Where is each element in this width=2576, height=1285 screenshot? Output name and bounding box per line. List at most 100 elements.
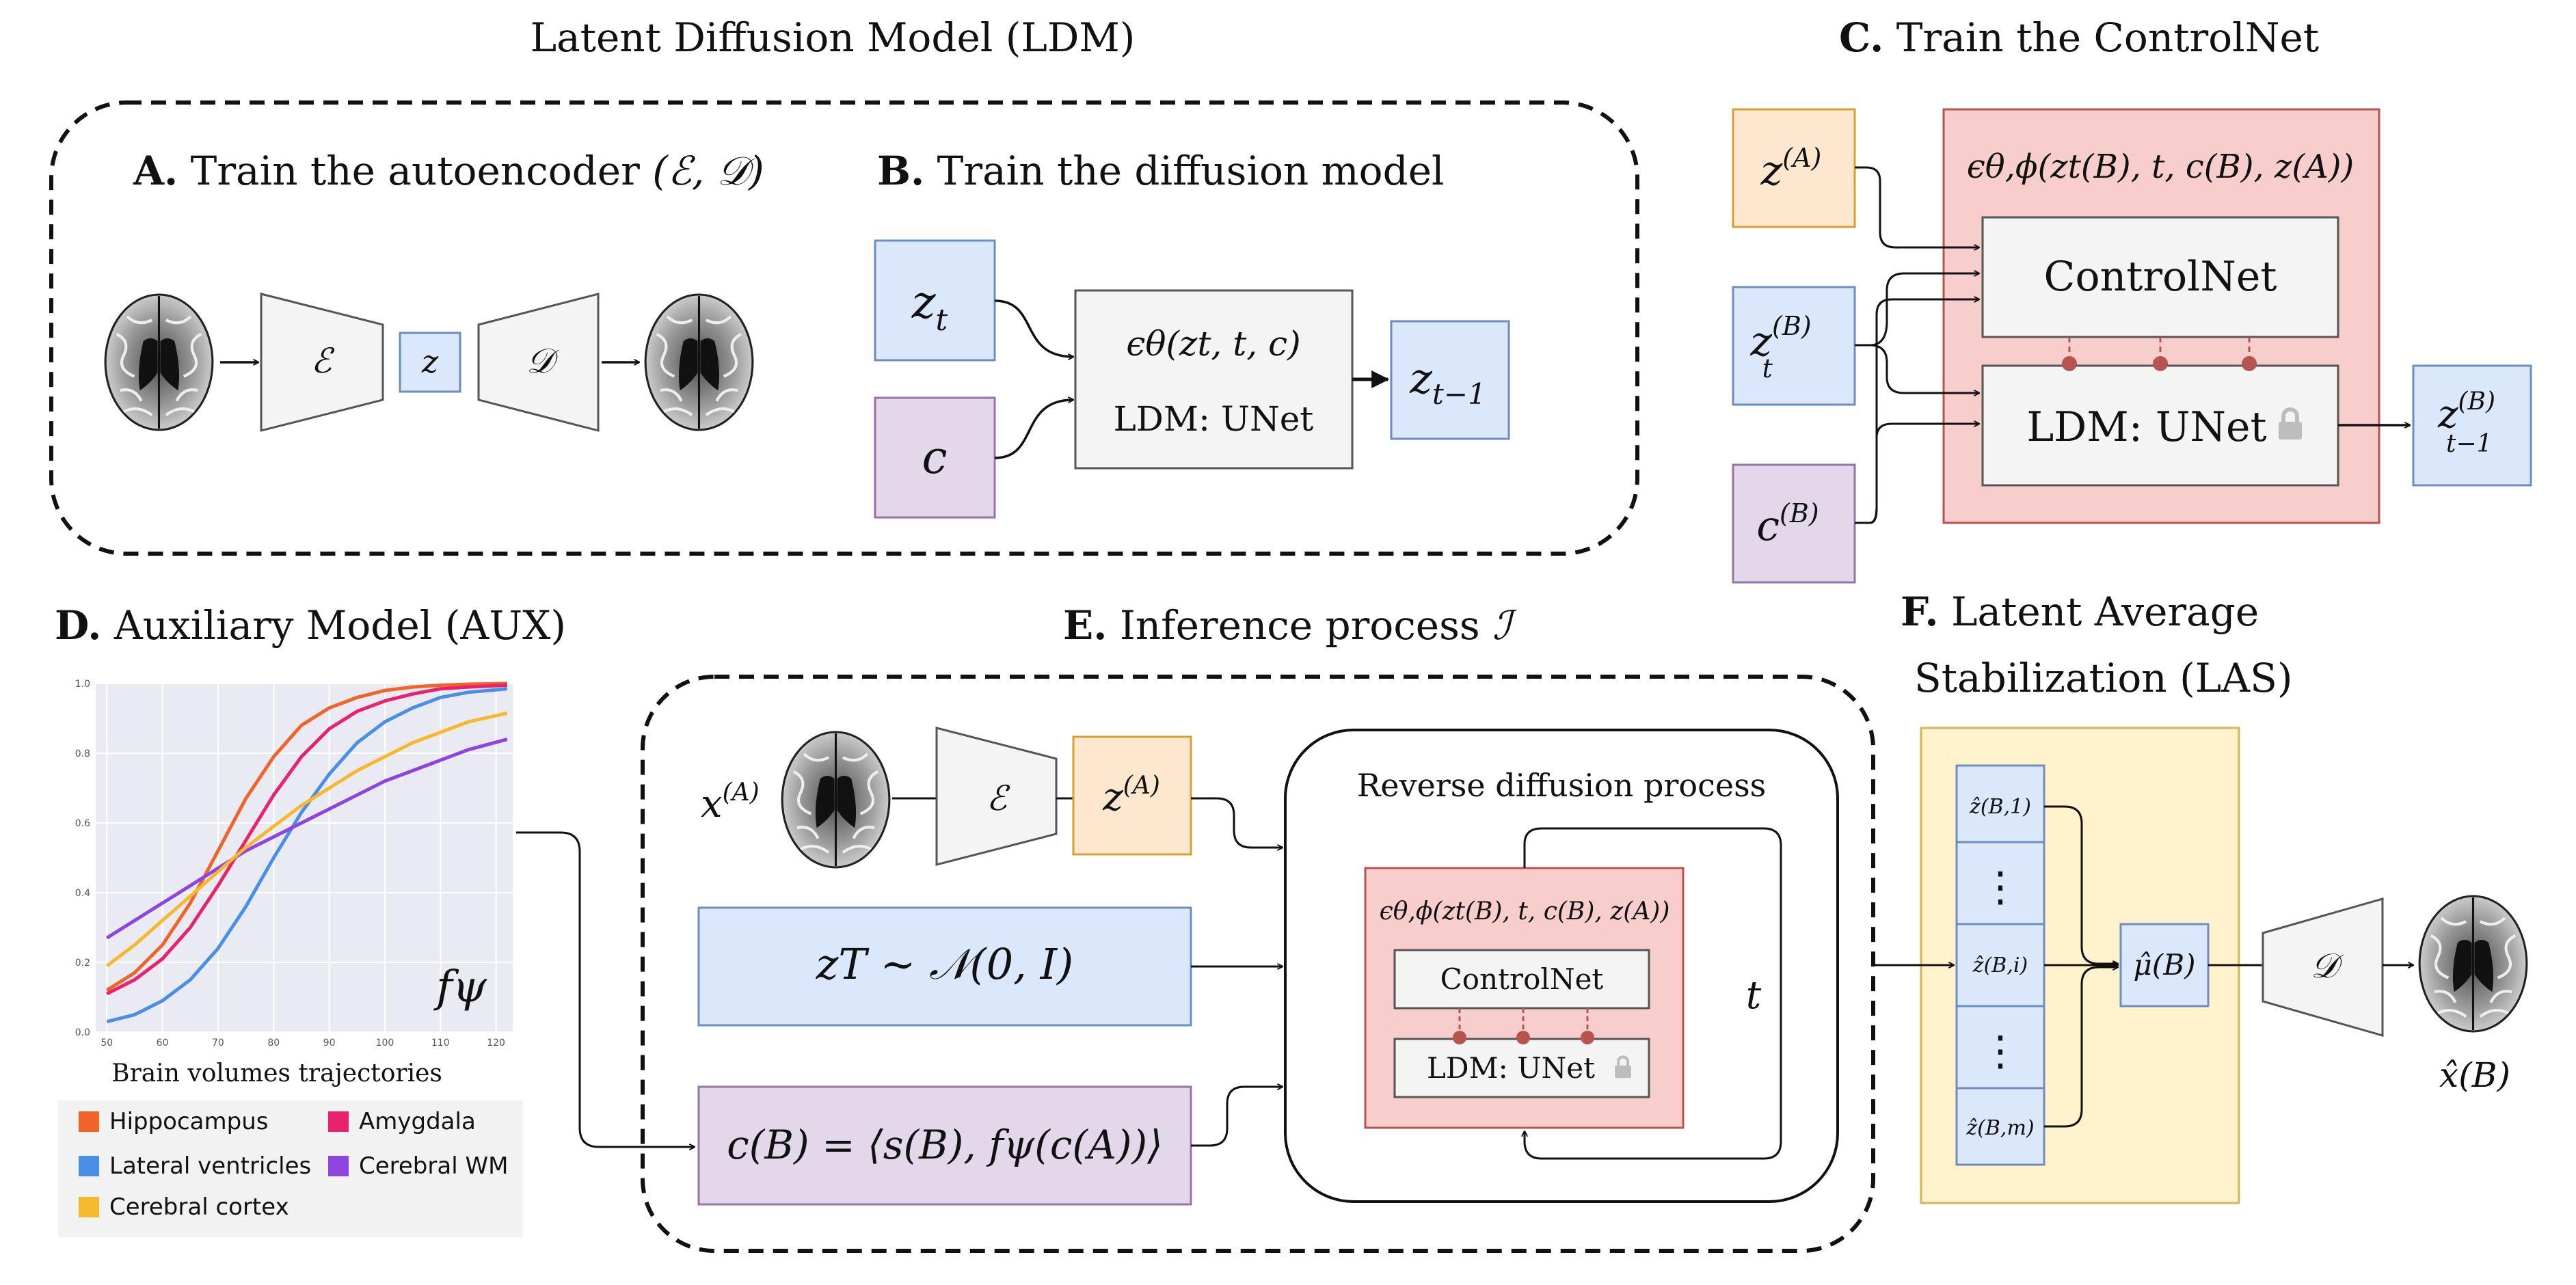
cond-label: c(B) = ⟨s(B), fψ(c(A))⟩ (727, 1122, 1162, 1168)
za-label: z(A) (1760, 143, 1822, 195)
connector-dot (1453, 1031, 1466, 1044)
output-label: x̂(B) (2439, 1055, 2510, 1095)
unet-label-e: LDM: UNet (1427, 1051, 1595, 1085)
chart-y-tick-label: 1.0 (75, 679, 90, 690)
chart-y-tick-label: 0.6 (75, 818, 90, 829)
chart-x-tick-label: 100 (376, 1038, 394, 1049)
connector-dot (1516, 1031, 1530, 1044)
legend-swatch (79, 1111, 99, 1132)
connector-dot (2153, 356, 2168, 371)
encoder-label-e: ℰ (987, 779, 1010, 818)
panel-d-title: D. Auxiliary Model (AUX) (55, 602, 566, 649)
unet-block-e (1393, 1038, 1650, 1098)
ztb-box (1732, 286, 1856, 406)
latent-z-label: z (421, 343, 439, 380)
chart-x-tick-label: 80 (267, 1038, 280, 1049)
chart-y-tick-label: 0.8 (75, 748, 90, 759)
legend-label: Cerebral cortex (109, 1193, 289, 1221)
arrow-zt-unet (994, 299, 1073, 357)
chart-series-line (106, 684, 508, 996)
panel-b-title: B. Train the diffusion model (877, 148, 1445, 194)
decoder-block-f (2262, 897, 2384, 1037)
sample-m-box (1955, 1087, 2045, 1166)
chart-x-tick-label: 60 (157, 1038, 169, 1049)
chart-x-tick-label: 70 (212, 1038, 224, 1049)
loop-arrow (1525, 827, 1782, 1160)
chart-series-line (106, 687, 508, 1024)
chart-x-tick-label: 90 (323, 1038, 336, 1049)
controlnet-block-e (1393, 949, 1650, 1010)
chart-x-tick-label: 120 (487, 1038, 505, 1049)
chart-y-tick-label: 0.0 (75, 1027, 90, 1038)
arrow-za-controlnet (1855, 166, 1979, 247)
controlnet-label-e: ControlNet (1440, 962, 1604, 996)
arrow-c-unet (994, 400, 1073, 459)
connector-dot (1581, 1031, 1594, 1044)
zt-label: zt (911, 276, 948, 338)
output-brain-image (2419, 896, 2527, 1031)
arrow-cond-reverse (1191, 1087, 1283, 1147)
legend-swatch (79, 1156, 99, 1176)
connector-dot (2242, 356, 2257, 371)
dots-label-1: ⋮ (1980, 863, 2021, 911)
legend-label: Lateral ventricles (109, 1152, 311, 1180)
panel-e-title: E. Inference process ℐ (1063, 602, 1517, 649)
chart-xlabel: Brain volumes trajectories (111, 1059, 442, 1087)
chart-plot-area (96, 684, 513, 1032)
cb-label: c(B) (1756, 498, 1819, 550)
encoder-block (260, 293, 384, 432)
zt-box (874, 239, 996, 362)
legend-label: Hippocampus (109, 1108, 268, 1135)
chart-x-tick-label: 50 (100, 1038, 113, 1049)
ztb-label: z(B)t (1749, 311, 1811, 383)
cond-box (697, 1085, 1192, 1206)
sample-1-label: ẑ(B,1) (1969, 795, 2031, 819)
ldm-unet-block (1074, 289, 1354, 470)
chart-legend (58, 1100, 523, 1237)
chart-series-line (105, 681, 507, 992)
arrow-s1-mu (2044, 805, 2118, 964)
chart-y-tick-label: 0.2 (75, 958, 90, 969)
za-box-e (1072, 735, 1192, 856)
dots-label-2: ⋮ (1980, 1027, 2021, 1075)
legend-swatch (328, 1111, 349, 1132)
arrow-sm-mu (2044, 967, 2118, 1128)
decoder-block (477, 293, 600, 432)
mean-label: μ̂(B) (2134, 948, 2196, 982)
unet-label-c: LDM: UNet (2026, 403, 2266, 451)
dots-box-1 (1955, 841, 2045, 925)
za-label-e: z(A) (1102, 772, 1160, 820)
chart-series-line (105, 711, 508, 968)
controlnet-label-c: ControlNet (2044, 253, 2277, 301)
xa-label: x(A) (701, 779, 760, 826)
fpsi-label: fψ (433, 962, 487, 1012)
panel-f-title-2: Stabilization (LAS) (1914, 655, 2293, 701)
zt-1-label: zt−1 (1409, 353, 1486, 411)
c-box (874, 396, 996, 519)
ldm-frame (49, 100, 1639, 556)
arrow-cb-unet (1855, 424, 1979, 524)
sample-1-box (1955, 764, 2045, 843)
panel-a-title: A. Train the autoencoder (ℰ, 𝒟) (133, 148, 764, 194)
noise-label: zT ∼ 𝒩(0, I) (816, 939, 1074, 989)
ztb-1-label: z(B)t−1 (2437, 388, 2495, 458)
cb-box (1732, 463, 1856, 584)
legend-label: Amygdala (359, 1108, 476, 1135)
legend-swatch (328, 1156, 349, 1176)
t-label: t (1746, 973, 1762, 1018)
sample-m-label: ẑ(B,m) (1965, 1116, 2034, 1140)
input-brain-image (105, 295, 213, 430)
unet-formula: ϵθ(zt, t, c) (1126, 324, 1300, 364)
chart-series-line (105, 738, 508, 940)
chart-y-tick-label: 0.4 (75, 888, 90, 899)
panel-e-formula: ϵθ,ϕ(zt(B), t, c(B), z(A)) (1380, 897, 1670, 925)
za-box (1732, 108, 1856, 228)
ldm-title: Latent Diffusion Model (LDM) (531, 14, 1136, 61)
inference-frame (641, 675, 1875, 1253)
noise-box (697, 906, 1192, 1027)
panel-c-title: C. Train the ControlNet (1839, 14, 2319, 61)
panel-c-formula: ϵθ,ϕ(zt(B), t, c(B), z(A)) (1967, 148, 2354, 186)
panel-f-title-1: F. Latent Average (1901, 589, 2259, 635)
